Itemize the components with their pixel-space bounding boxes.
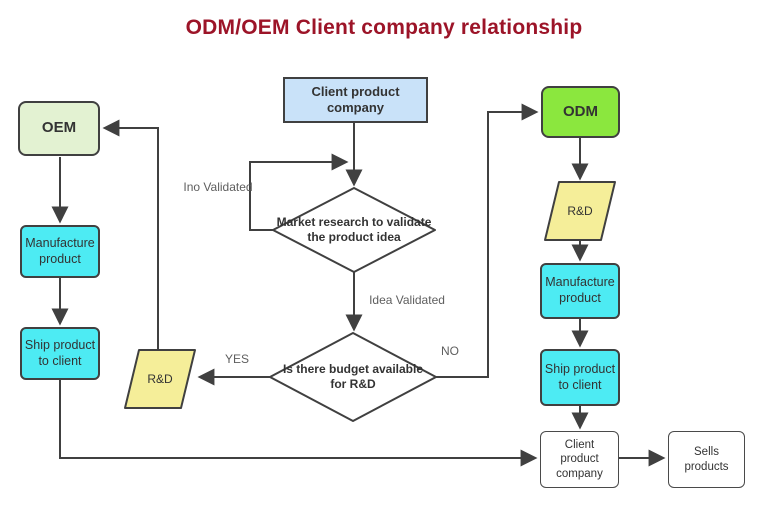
manufacture-product-left-node: Manufacture product bbox=[20, 225, 100, 278]
edge-rd-left-to-oem bbox=[102, 119, 159, 350]
client-product-company-bottom-node: Client product company bbox=[540, 431, 619, 488]
rd-right-label: R&D bbox=[567, 203, 593, 218]
edge-ship-left-to-client-bottom bbox=[59, 380, 538, 467]
edge-budget-no-to-odm bbox=[436, 103, 539, 378]
client-product-company-top-node: Client product company bbox=[283, 77, 428, 123]
rd-left-parallelogram bbox=[124, 349, 196, 409]
ship-product-left-node: Ship product to client bbox=[20, 327, 100, 380]
diagram-title: ODM/OEM Client company relationship bbox=[185, 16, 583, 39]
ship-product-right-node: Ship product to client bbox=[540, 349, 620, 406]
odm-node: ODM bbox=[541, 86, 620, 138]
rd-left-label: R&D bbox=[147, 371, 173, 386]
edge-label-idea-validated: Idea Validated bbox=[369, 293, 445, 307]
edge-label-yes: YES bbox=[224, 352, 249, 366]
edge-label-no: NO bbox=[441, 344, 459, 358]
budget-diamond bbox=[269, 332, 437, 422]
oem-node: OEM bbox=[18, 101, 100, 156]
sells-products-node: Sells products bbox=[668, 431, 745, 488]
rd-right-parallelogram bbox=[544, 181, 616, 241]
market-research-diamond-label: Market research to validate the product … bbox=[276, 215, 432, 244]
edge-not-validated-loop bbox=[249, 153, 349, 231]
edge-label-not-validated: Ino Validated bbox=[183, 180, 253, 194]
manufacture-product-right-node: Manufacture product bbox=[540, 263, 620, 319]
market-research-diamond bbox=[272, 187, 436, 273]
budget-diamond-label: Is there budget available for R&D bbox=[282, 362, 424, 391]
